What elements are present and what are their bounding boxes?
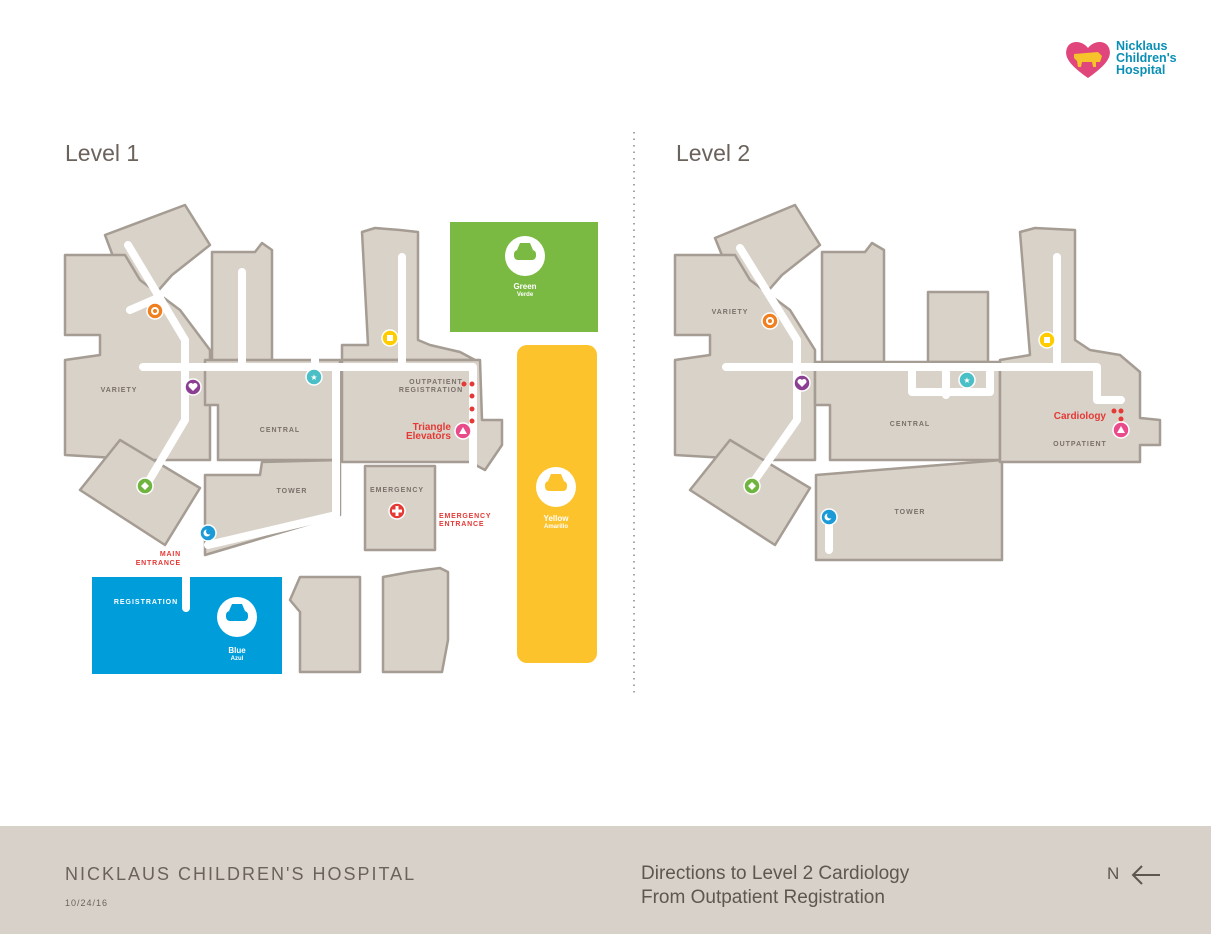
car-icon: [217, 597, 257, 637]
svg-text:★: ★: [310, 373, 317, 382]
green-parking-label: Green: [513, 282, 536, 291]
emergency-label: EMERGENCY: [370, 487, 424, 494]
route-dots: [461, 381, 475, 424]
logo-text: Nicklaus: [1116, 39, 1168, 53]
yellow-parking-label: Yellow: [544, 514, 570, 523]
emergency-entrance-label: ENTRANCE: [439, 521, 484, 528]
car-icon: [536, 467, 576, 507]
north-arrow-icon: [1131, 865, 1160, 885]
square-icon: [381, 329, 399, 347]
svg-text:★: ★: [963, 376, 970, 385]
circle-icon: [146, 302, 164, 320]
outpatient-label: OUTPATIENT: [1053, 441, 1107, 448]
level2-map: VARIETY CENTRAL TOWER OUTPATIENT Cardiol…: [673, 203, 1162, 562]
footer: NICKLAUS CHILDREN'S HOSPITAL 10/24/16 Di…: [0, 826, 1211, 934]
main-entrance-label: MAIN: [160, 551, 181, 558]
emergency-entrance-label: EMERGENCY: [439, 513, 491, 520]
variety-label: VARIETY: [712, 309, 749, 316]
square-icon: [1038, 331, 1056, 349]
level2-title: Level 2: [676, 140, 750, 166]
blue-parking-label: Blue: [228, 646, 246, 655]
heart-icon: [184, 378, 202, 396]
outpatient-registration-label: OUTPATIENT: [409, 379, 463, 386]
registration-label: REGISTRATION: [114, 599, 178, 606]
blue-parking-sublabel: Azul: [231, 656, 244, 662]
tower-label: TOWER: [895, 509, 926, 516]
variety-label: VARIETY: [101, 387, 138, 394]
circle-icon: [761, 312, 779, 330]
directions-title: Directions to Level 2 Cardiology From Ou…: [641, 862, 909, 910]
star-icon: ★: [958, 371, 976, 389]
date: 10/24/16: [65, 898, 109, 908]
north-label: N: [1107, 864, 1120, 883]
level1-title: Level 1: [65, 140, 139, 166]
green-parking-sublabel: Verde: [517, 292, 534, 298]
triangle-elevators-label: Elevators: [406, 431, 451, 442]
hospital-logo: Nicklaus Children's Hospital: [1064, 38, 1189, 80]
level1-map: VARIETY CENTRAL TOWER EMERGENCY OUTPATIE…: [63, 203, 598, 674]
tower-label: TOWER: [277, 488, 308, 495]
moon-icon: [199, 524, 217, 542]
central-label: CENTRAL: [890, 421, 930, 428]
heart-icon: [793, 374, 811, 392]
diamond-icon: [743, 477, 761, 495]
yellow-parking-sublabel: Amarillo: [544, 524, 568, 530]
directions-line: From Outpatient Registration: [641, 887, 885, 908]
outpatient-registration-label: REGISTRATION: [399, 387, 463, 394]
car-icon: [505, 236, 545, 276]
central-label: CENTRAL: [260, 427, 300, 434]
directions-line: Directions to Level 2 Cardiology: [641, 863, 910, 884]
moon-icon: [820, 508, 838, 526]
triangle-icon: [454, 422, 472, 440]
logo-text: Children's: [1116, 51, 1177, 65]
cross-icon: [388, 502, 406, 520]
triangle-elevators-label: Triangle: [413, 422, 452, 433]
heart-bear-icon: [1066, 42, 1110, 78]
cardiology-label: Cardiology: [1054, 411, 1107, 422]
floor-maps: Level 1 Level 2: [63, 132, 1162, 695]
diamond-icon: [136, 477, 154, 495]
hospital-name: NICKLAUS CHILDREN'S HOSPITAL: [65, 864, 417, 884]
logo-text: Hospital: [1116, 63, 1166, 77]
main-entrance-label: ENTRANCE: [136, 560, 181, 567]
star-icon: ★: [305, 368, 323, 386]
route-dots: [1111, 408, 1124, 422]
triangle-icon: [1112, 421, 1130, 439]
